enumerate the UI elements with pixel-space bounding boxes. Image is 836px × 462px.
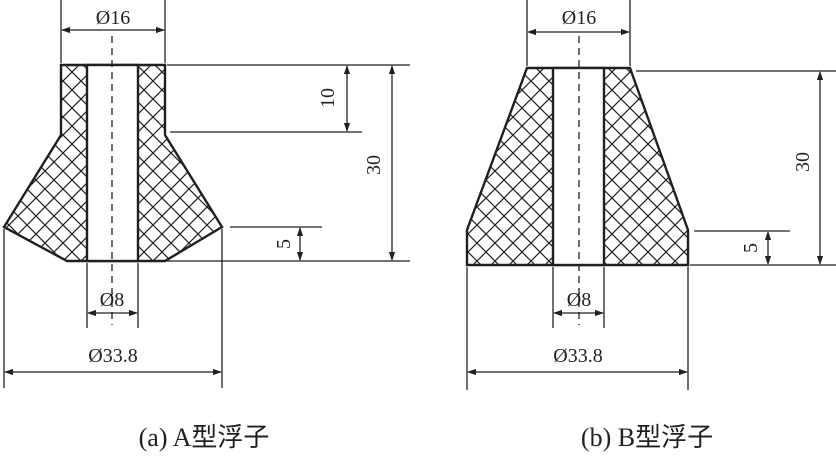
float-b-bottom-height-dimension: 5 xyxy=(740,231,772,265)
float-a-upper-height-label: 10 xyxy=(317,88,339,108)
float-a-upper-height-dimension: 10 xyxy=(317,65,351,132)
float-a-total-height-label: 30 xyxy=(363,155,385,175)
float-b-caption: (b) B型浮子 xyxy=(581,423,713,452)
float-a-hole-diameter-label: Ø8 xyxy=(100,289,124,311)
float-b-hole-diameter-label: Ø8 xyxy=(567,289,591,311)
float-b-hole-diameter-dimension: Ø8 xyxy=(552,267,605,328)
float-a-bottom-height-label: 5 xyxy=(273,239,295,249)
float-a-top-diameter-dimension: Ø16 xyxy=(60,0,166,63)
float-b-top-diameter-label: Ø16 xyxy=(562,7,596,29)
float-a-base-diameter-label: Ø33.8 xyxy=(88,345,137,367)
float-b: Ø16 Ø8 Ø33.8 30 5 (b) B型浮 xyxy=(465,0,836,452)
float-b-bottom-height-label: 5 xyxy=(740,243,762,253)
float-a-bottom-height-dimension: 5 xyxy=(273,227,304,261)
float-a-caption: (a) A型浮子 xyxy=(139,423,270,452)
float-b-total-height-dimension: 30 xyxy=(792,71,824,265)
float-b-base-diameter-label: Ø33.8 xyxy=(553,345,602,367)
float-a-total-height-dimension: 30 xyxy=(363,65,396,261)
float-a-base-diameter-dimension: Ø33.8 xyxy=(3,229,223,388)
float-b-total-height-label: 30 xyxy=(792,152,814,172)
float-b-base-diameter-dimension: Ø33.8 xyxy=(466,267,689,390)
float-b-top-diameter-dimension: Ø16 xyxy=(526,0,631,66)
float-a: Ø16 Ø8 Ø33.8 10 30 xyxy=(2,0,410,452)
float-a-hole-diameter-dimension: Ø8 xyxy=(86,263,139,328)
float-a-top-diameter-label: Ø16 xyxy=(96,7,130,29)
